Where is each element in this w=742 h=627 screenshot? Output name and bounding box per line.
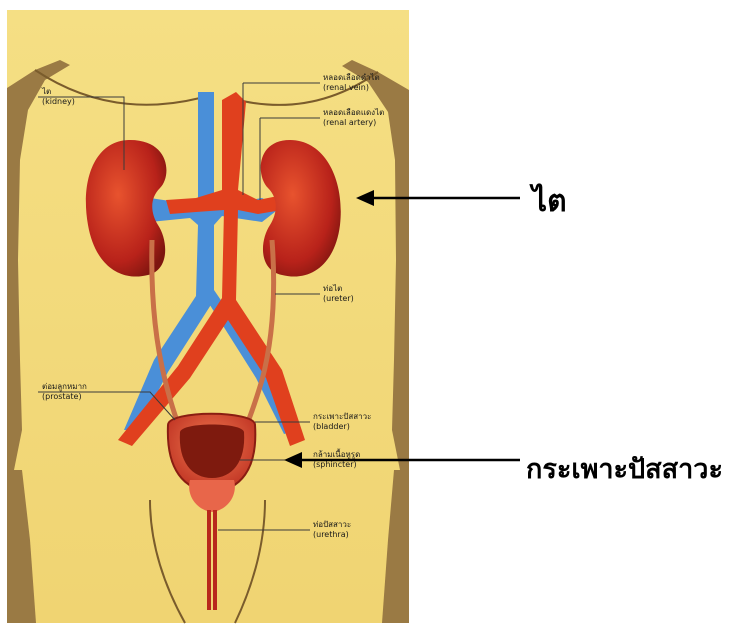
- label-sphincter-th: กล้ามเนื้อหูรูด: [313, 448, 360, 460]
- label-bladder-en: (bladder): [313, 422, 350, 431]
- kidney-callout-label: ไต: [532, 178, 567, 225]
- label-ureter-th: ท่อไต: [323, 284, 342, 293]
- label-bladder-th: กระเพาะปัสสาวะ: [313, 412, 371, 421]
- label-kidney-th: ไต: [41, 87, 51, 96]
- label-urethra-th: ท่อปัสสาวะ: [313, 520, 351, 529]
- label-renal-artery-en: (renal artery): [323, 118, 376, 127]
- label-renal-vein-th: หลอดเลือดดำไต: [323, 73, 380, 82]
- label-ureter-en: (ureter): [323, 294, 354, 303]
- label-sphincter-en: (sphincter): [313, 460, 357, 469]
- label-urethra-en: (urethra): [313, 530, 349, 539]
- label-prostate-en: (prostate): [42, 392, 82, 401]
- label-renal-vein-en: (renal vein): [323, 83, 369, 92]
- bladder-callout-label: กระเพาะปัสสาวะ: [526, 447, 723, 490]
- label-prostate-th: ต่อมลูกหมาก: [42, 382, 87, 392]
- label-kidney-en: (kidney): [42, 97, 75, 106]
- label-renal-artery-th: หลอดเลือดแดงไต: [323, 108, 384, 117]
